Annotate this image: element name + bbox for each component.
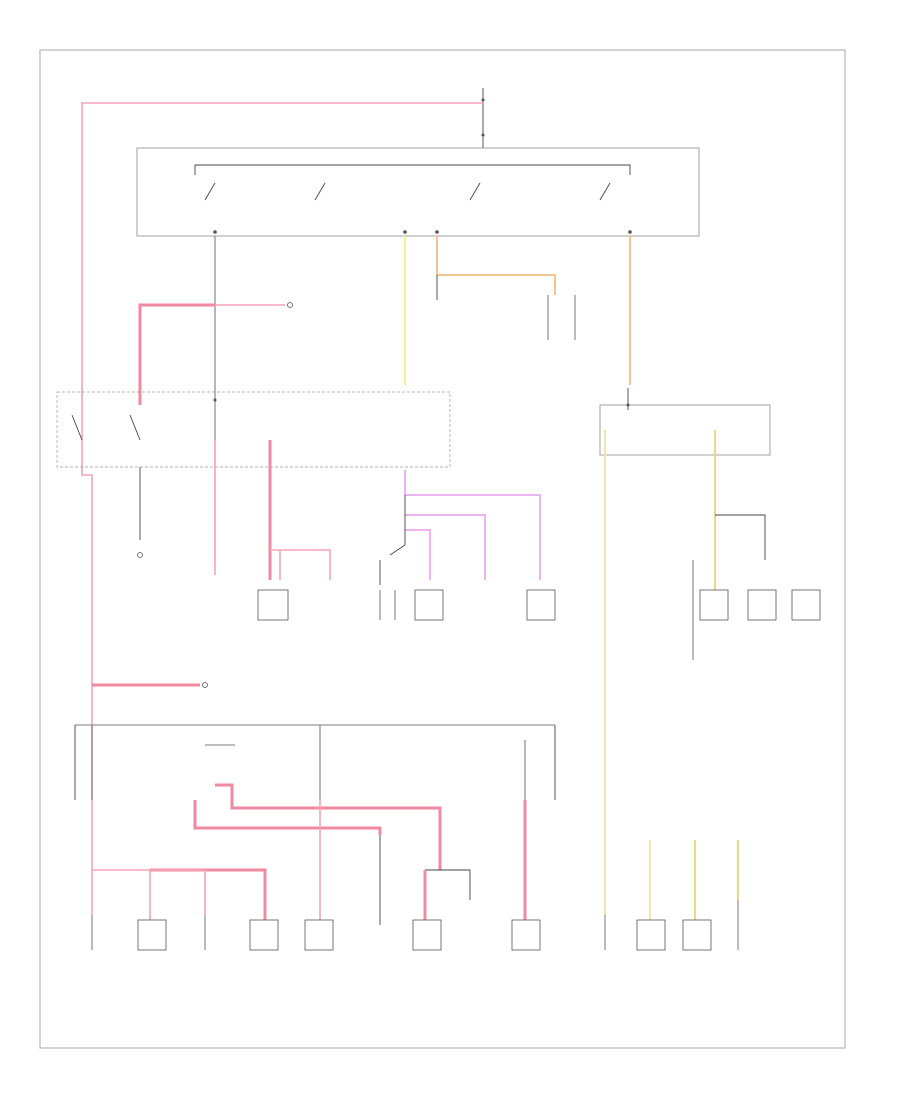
lower-fuse-block: [74, 724, 556, 800]
underdash-fuse-block: [56, 391, 451, 468]
right-fuse-module: [599, 388, 821, 915]
ignition-switch: [136, 147, 700, 237]
components-row-1: [257, 589, 556, 621]
diagram-border: [39, 49, 846, 1049]
battery-feed: [81, 88, 485, 915]
components-row-2: [91, 900, 739, 951]
